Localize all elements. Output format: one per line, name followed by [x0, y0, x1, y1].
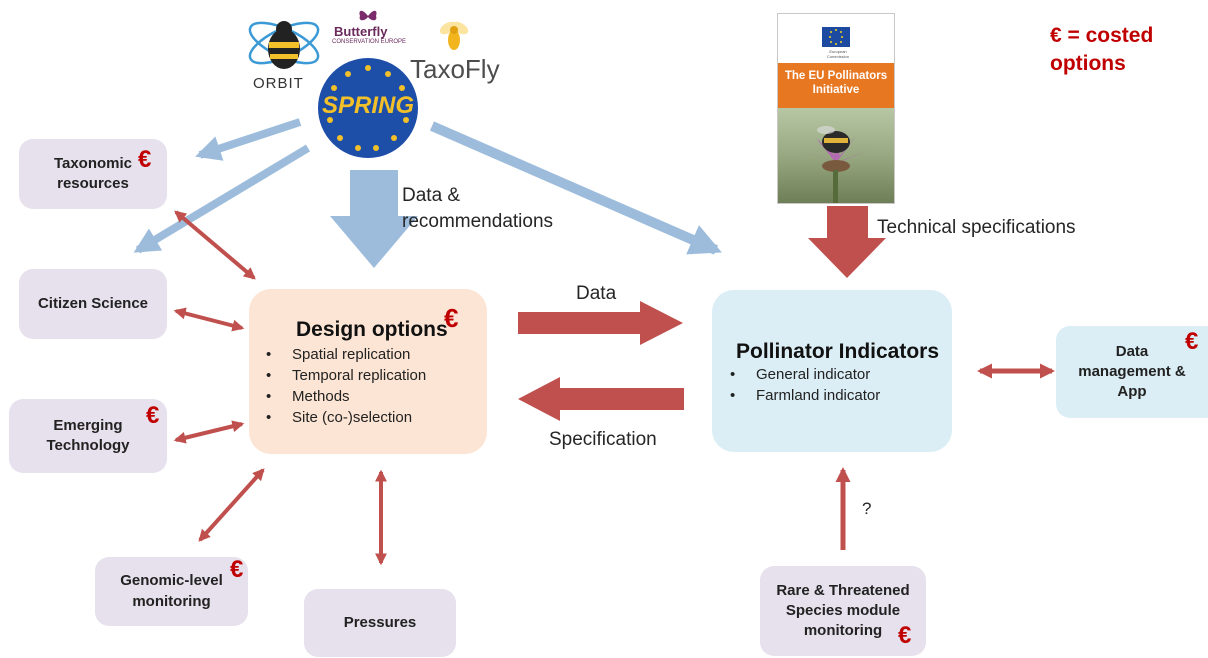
citizen-science-label: Citizen Science — [37, 294, 149, 312]
eu-initiative-title: The EU Pollinators Initiative — [784, 70, 888, 96]
node-data-management-app: Data management & App — [1056, 326, 1208, 418]
euro-icon: € — [138, 146, 152, 173]
arrow-eu-to-pollinator — [808, 206, 886, 278]
eu-flag-icon — [822, 27, 850, 47]
data-mgmt-line-2: management & — [1078, 362, 1186, 380]
node-pressures: Pressures — [304, 589, 456, 657]
orbit-logo-text: ORBIT — [253, 75, 304, 92]
legend-line-1: € = costed — [1050, 24, 1154, 47]
pollinator-indicators-list: General indicator Farmland indicator — [730, 364, 880, 406]
eu-initiative-banner: The EU Pollinators Initiative — [778, 63, 894, 108]
rare-line-2: Species module — [785, 601, 901, 619]
list-item: General indicator — [730, 364, 880, 385]
arrow-data — [518, 301, 683, 345]
butterfly-logo-text: Butterfly — [334, 24, 388, 39]
pressures-label: Pressures — [343, 613, 417, 631]
rare-line-3: monitoring — [803, 622, 883, 640]
label-data-recommendations-line-1: Data & — [402, 185, 461, 206]
arrow-spring-to-taxonomic — [195, 118, 302, 161]
taxofly-logo-text: TaxoFly — [410, 54, 500, 84]
spring-logo: SPRING — [318, 58, 418, 158]
node-rare-threatened-species: Rare & Threatened Species module monitor… — [760, 566, 926, 656]
bumblebee-on-thistle-photo — [778, 108, 894, 203]
bee-icon — [248, 21, 320, 69]
legend-line-2: options — [1050, 52, 1126, 76]
label-data-recommendations: Data & recommendations — [402, 183, 553, 234]
taxofly-logo: TaxoFly — [408, 18, 500, 88]
arrow-citizen-design — [173, 307, 245, 332]
bee-ring-icon — [327, 65, 409, 151]
butterfly-logo-subtext: CONSERVATION EUROPE — [332, 39, 407, 45]
list-item: Spatial replication — [266, 344, 426, 365]
arrow-spring-to-citizen — [133, 144, 311, 254]
taxonomic-line-1: Taxonomic — [53, 154, 133, 172]
euro-icon: € — [230, 556, 244, 583]
emerging-line-2: Technology — [46, 437, 130, 454]
arrow-spring-to-pollinator — [429, 121, 722, 255]
data-mgmt-line-3: App — [1117, 383, 1147, 401]
arrow-genomic-design — [198, 468, 265, 542]
design-options-list: Spatial replication Temporal replication… — [266, 344, 426, 428]
eu-initiative-cover: European Commission The EU Pollinators I… — [777, 13, 895, 204]
rare-line-1: Rare & Threatened — [776, 581, 910, 599]
arrow-specification — [518, 377, 684, 421]
butterfly-conservation-logo: Butterfly CONSERVATION EUROPE — [330, 8, 410, 53]
node-emerging-technology: Emerging Technology — [9, 399, 167, 473]
node-citizen-science: Citizen Science — [19, 269, 167, 339]
wasp-icon — [439, 21, 469, 50]
genomic-line-2: monitoring — [132, 592, 211, 610]
data-mgmt-line-1: Data — [1115, 342, 1149, 360]
arrow-spring-to-design — [330, 170, 418, 268]
genomic-line-1: Genomic-level — [120, 572, 223, 590]
emerging-line-1: Emerging — [53, 416, 123, 434]
label-data: Data — [576, 283, 617, 304]
list-item: Temporal replication — [266, 365, 426, 386]
euro-icon: € — [898, 622, 912, 649]
butterfly-icon — [359, 10, 377, 21]
arrow-taxonomic-design — [174, 210, 256, 280]
node-taxonomic-resources: Taxonomic resources — [19, 139, 167, 209]
orbit-logo: ORBIT — [243, 15, 325, 95]
spring-logo-text: SPRING — [322, 92, 415, 119]
taxonomic-line-2: resources — [57, 175, 129, 192]
legend: € = costed options — [1050, 22, 1153, 79]
pollinator-indicators-title: Pollinator Indicators — [736, 340, 940, 363]
label-data-recommendations-line-2: recommendations — [402, 210, 554, 232]
label-technical-specifications: Technical specifications — [877, 217, 1076, 238]
list-item: Methods — [266, 386, 426, 407]
euro-icon: € — [1185, 328, 1199, 355]
euro-icon: € — [146, 402, 160, 429]
arrow-emerging-design — [173, 420, 245, 444]
euro-icon: € — [444, 303, 459, 333]
design-options-title: Design options — [296, 318, 448, 341]
list-item: Farmland indicator — [730, 385, 880, 406]
list-item: Site (co-)selection — [266, 407, 426, 428]
label-question-mark: ? — [862, 499, 872, 518]
commission-text: European Commission — [826, 49, 849, 59]
label-specification: Specification — [549, 429, 657, 450]
node-genomic-monitoring: Genomic-level monitoring — [95, 557, 248, 626]
